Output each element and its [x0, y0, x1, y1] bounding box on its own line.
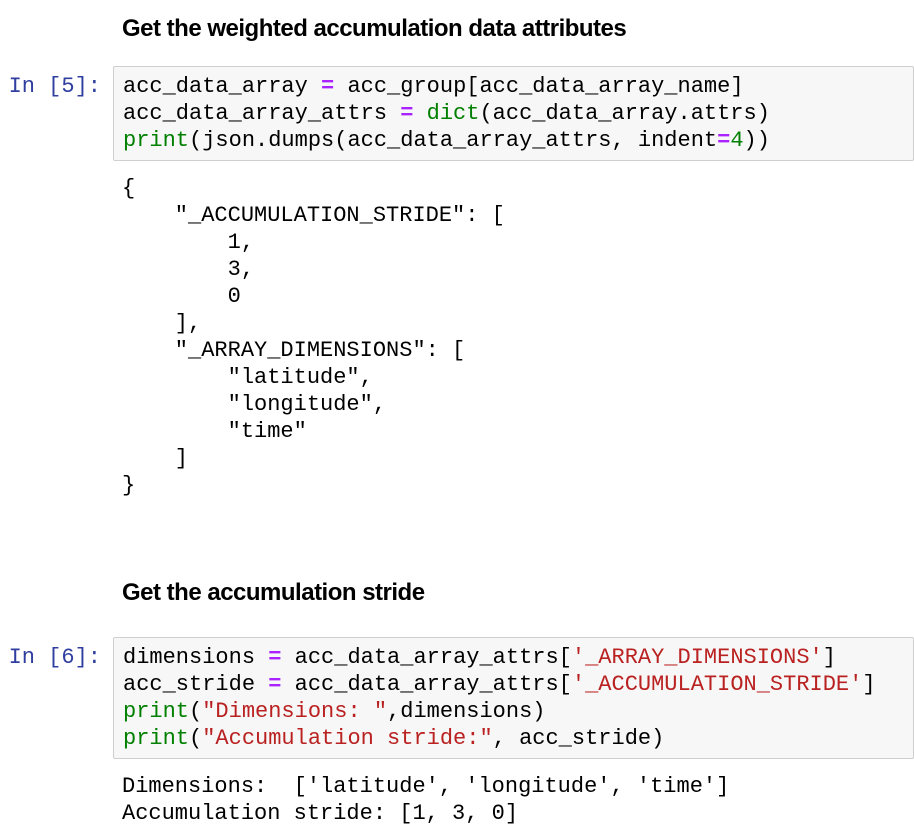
code-line: dimensions = acc_data_array_attrs['_ARRA…: [123, 645, 836, 670]
markdown-cell[interactable]: Get the accumulation stride: [0, 578, 914, 607]
code-line: acc_data_array = acc_group[acc_data_arra…: [123, 74, 744, 99]
code-line: print("Dimensions: ",dimensions): [123, 699, 546, 724]
code-cell[interactable]: In [5]: acc_data_array = acc_group[acc_d…: [0, 66, 914, 499]
code-input[interactable]: acc_data_array = acc_group[acc_data_arra…: [113, 66, 914, 161]
markdown-heading: Get the weighted accumulation data attri…: [122, 15, 627, 42]
code-line: acc_data_array_attrs = dict(acc_data_arr…: [123, 101, 770, 126]
input-prompt: In [6]:: [8, 645, 101, 670]
cell-output: Dimensions: ['latitude', 'longitude', 't…: [122, 774, 730, 826]
code-cell[interactable]: In [6]: dimensions = acc_data_array_attr…: [0, 637, 914, 827]
input-prompt: In [5]:: [8, 74, 101, 99]
code-line: print("Accumulation stride:", acc_stride…: [123, 726, 665, 751]
markdown-cell[interactable]: Get the weighted accumulation data attri…: [0, 14, 914, 43]
markdown-heading: Get the accumulation stride: [122, 579, 425, 606]
code-input[interactable]: dimensions = acc_data_array_attrs['_ARRA…: [113, 637, 914, 759]
cell-output: { "_ACCUMULATION_STRIDE": [ 1, 3, 0 ], "…: [122, 176, 505, 498]
code-line: print(json.dumps(acc_data_array_attrs, i…: [123, 128, 770, 153]
code-line: acc_stride = acc_data_array_attrs['_ACCU…: [123, 672, 876, 697]
